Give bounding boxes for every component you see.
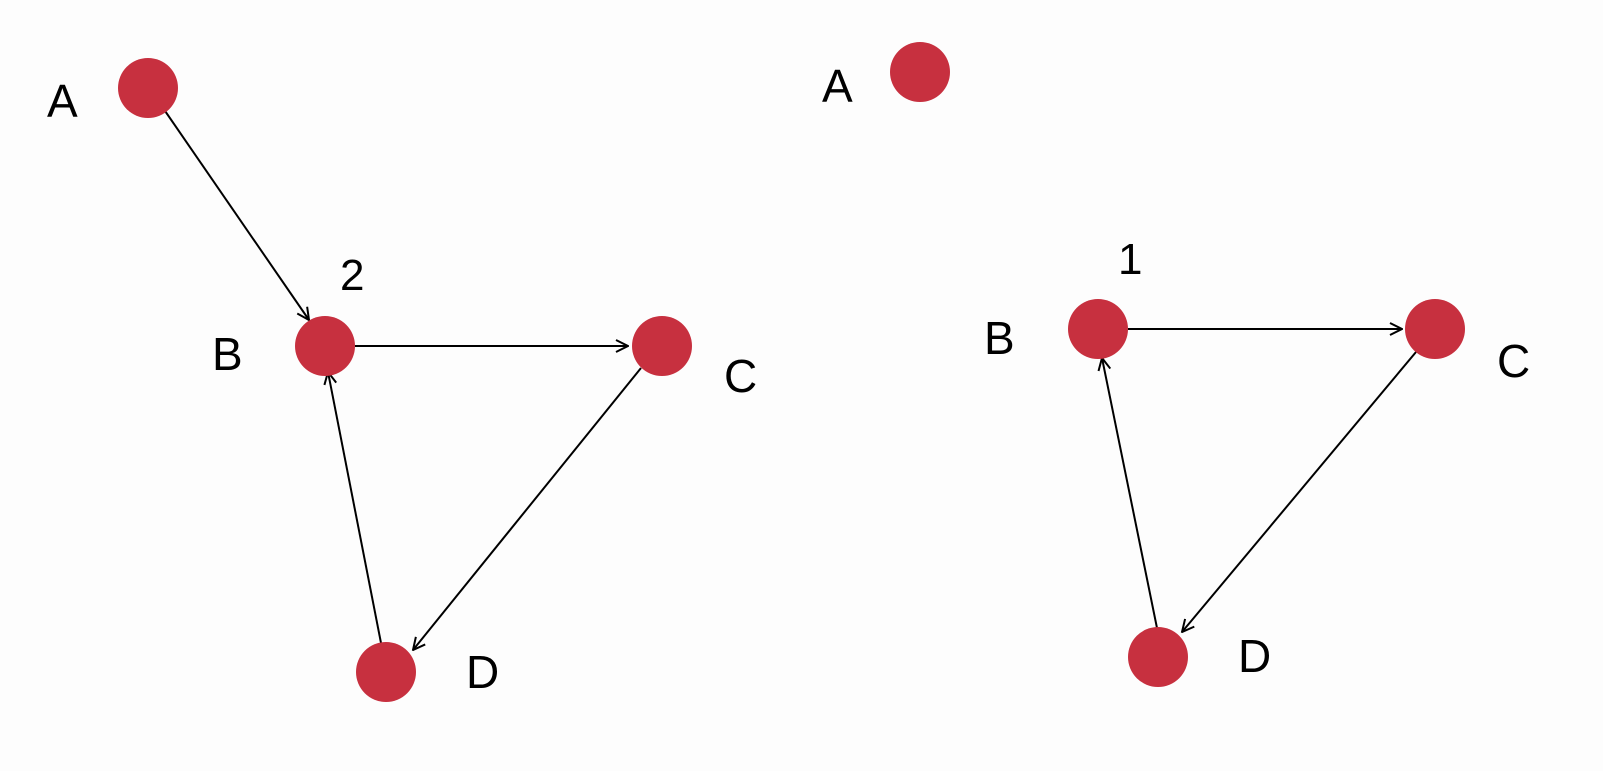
node-d bbox=[1128, 627, 1188, 687]
graph-left: A B C D 2 bbox=[47, 58, 757, 702]
edge-c-d bbox=[413, 367, 642, 650]
node-c bbox=[632, 316, 692, 376]
node-b bbox=[1068, 299, 1128, 359]
node-label-a: A bbox=[47, 75, 78, 127]
edge-d-b bbox=[328, 372, 382, 644]
graph-right: A B C D 1 bbox=[822, 42, 1530, 687]
node-label-c: C bbox=[724, 350, 757, 402]
node-label-b: B bbox=[212, 328, 243, 380]
node-d bbox=[356, 642, 416, 702]
count-label-b: 1 bbox=[1118, 235, 1142, 284]
node-label-a: A bbox=[822, 60, 853, 112]
node-b bbox=[295, 316, 355, 376]
node-a bbox=[118, 58, 178, 118]
node-label-c: C bbox=[1497, 335, 1530, 387]
node-label-d: D bbox=[466, 646, 499, 698]
edge-d-b bbox=[1102, 358, 1158, 629]
node-c bbox=[1405, 299, 1465, 359]
node-label-b: B bbox=[984, 312, 1015, 364]
count-label-b: 2 bbox=[340, 251, 364, 300]
edge-c-d bbox=[1182, 351, 1417, 632]
node-a bbox=[890, 42, 950, 102]
node-label-d: D bbox=[1238, 630, 1271, 682]
edge-a-b bbox=[162, 107, 309, 320]
